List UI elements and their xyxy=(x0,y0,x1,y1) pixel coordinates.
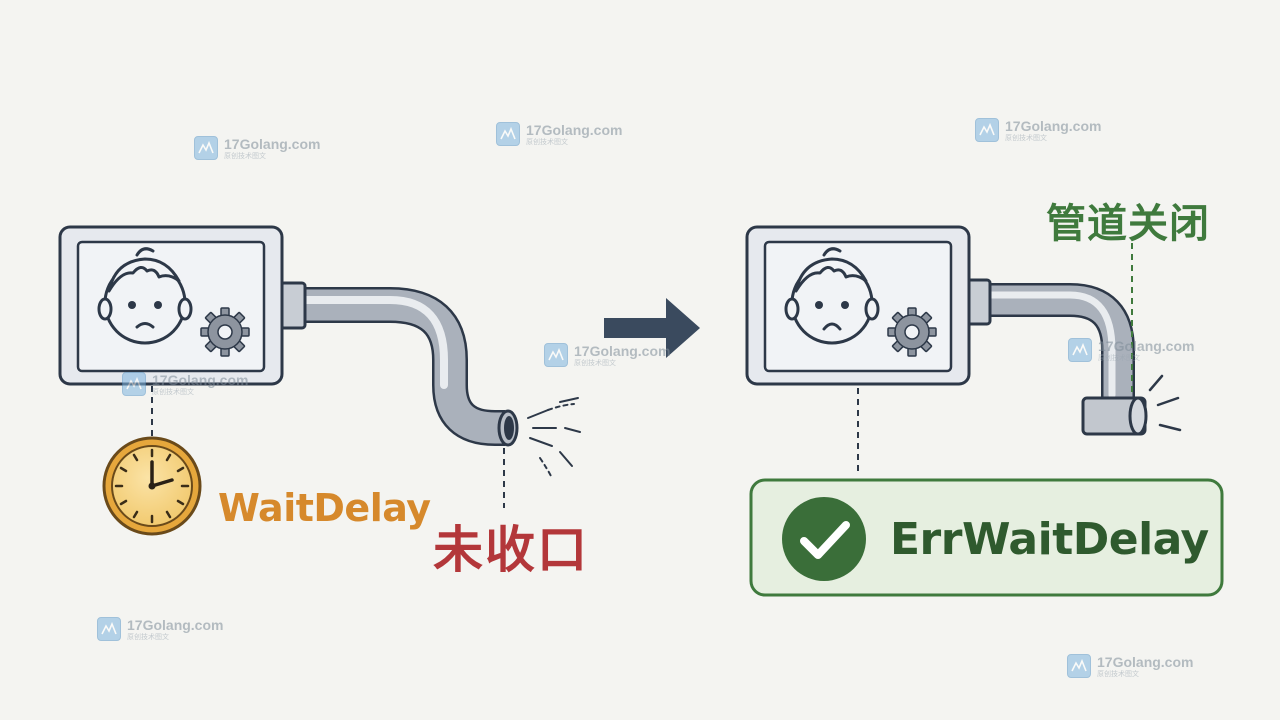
sad-face-icon xyxy=(97,247,193,345)
check-circle-icon xyxy=(782,497,866,581)
process-left xyxy=(58,225,581,536)
wait-delay-label: WaitDelay xyxy=(218,486,431,530)
device-left xyxy=(58,225,284,386)
unclosed-label: 未收口 xyxy=(433,521,589,579)
device-right xyxy=(745,225,971,386)
closed-burst-lines xyxy=(1148,374,1182,432)
process-right xyxy=(745,225,1224,597)
err-wait-delay-label: ErrWaitDelay xyxy=(890,514,1209,565)
sad-face-icon xyxy=(784,247,880,345)
pipe-right xyxy=(964,243,1182,436)
pipe-left xyxy=(279,281,581,479)
gear-icon xyxy=(887,307,937,357)
result-box xyxy=(749,478,1224,597)
pipe-closed-label: 管道关闭 xyxy=(1046,201,1210,247)
clock-icon xyxy=(102,436,202,536)
gear-icon xyxy=(200,307,250,357)
right-arrow-icon xyxy=(604,298,700,358)
spray-lines xyxy=(527,397,581,479)
